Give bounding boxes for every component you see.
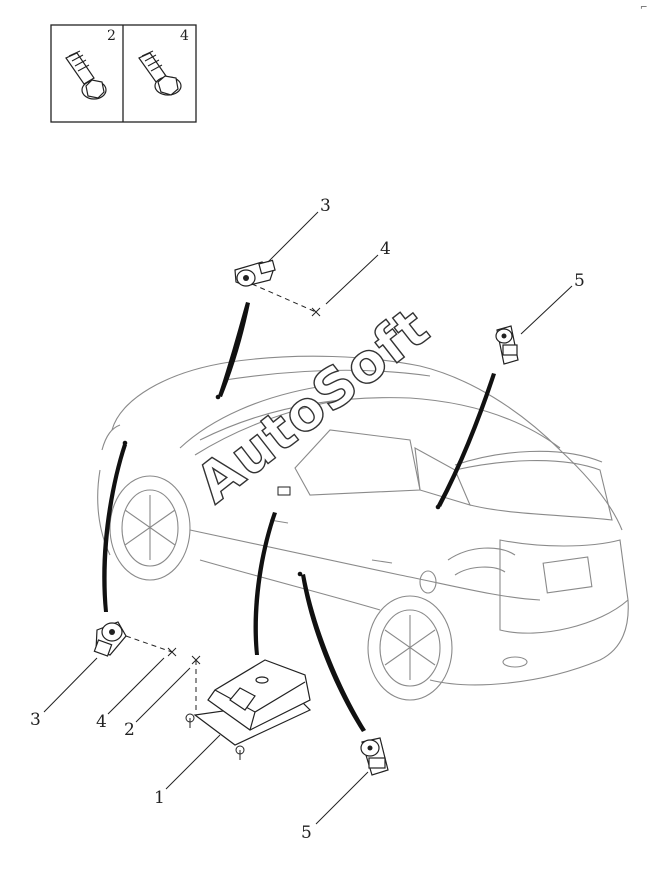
flange-bolt-icon	[65, 50, 107, 100]
fastener-inset: 2 4	[50, 24, 197, 123]
callout-1: 1	[154, 788, 165, 808]
callout-5-bottom: 5	[301, 823, 312, 843]
fastener-leaders	[125, 283, 321, 712]
autosoft-watermark: AutoSoft	[184, 295, 442, 516]
vehicle-outline	[97, 355, 629, 701]
callout-5-top: 5	[574, 271, 585, 291]
airbag-control-module	[185, 659, 312, 760]
inset-number-4: 4	[180, 28, 189, 44]
side-impact-sensor-upper	[234, 259, 276, 287]
callout-3-left: 3	[30, 710, 41, 730]
side-impact-sensor-lower	[93, 621, 127, 657]
callout-leaders	[43, 211, 573, 825]
callout-4-top: 4	[380, 239, 391, 259]
callout-4-left: 4	[96, 712, 107, 732]
flange-bolt-icon	[138, 50, 182, 96]
pressure-sensor-lower	[360, 737, 389, 776]
pressure-sensor-upper-right	[495, 325, 519, 365]
callout-2-left: 2	[124, 720, 135, 740]
callout-3-top: 3	[320, 196, 331, 216]
corner-mark: ⌐	[640, 3, 648, 13]
connection-leaders	[102, 302, 496, 732]
svg-text:AutoSoft: AutoSoft	[184, 295, 441, 515]
inset-number-2: 2	[107, 28, 116, 44]
